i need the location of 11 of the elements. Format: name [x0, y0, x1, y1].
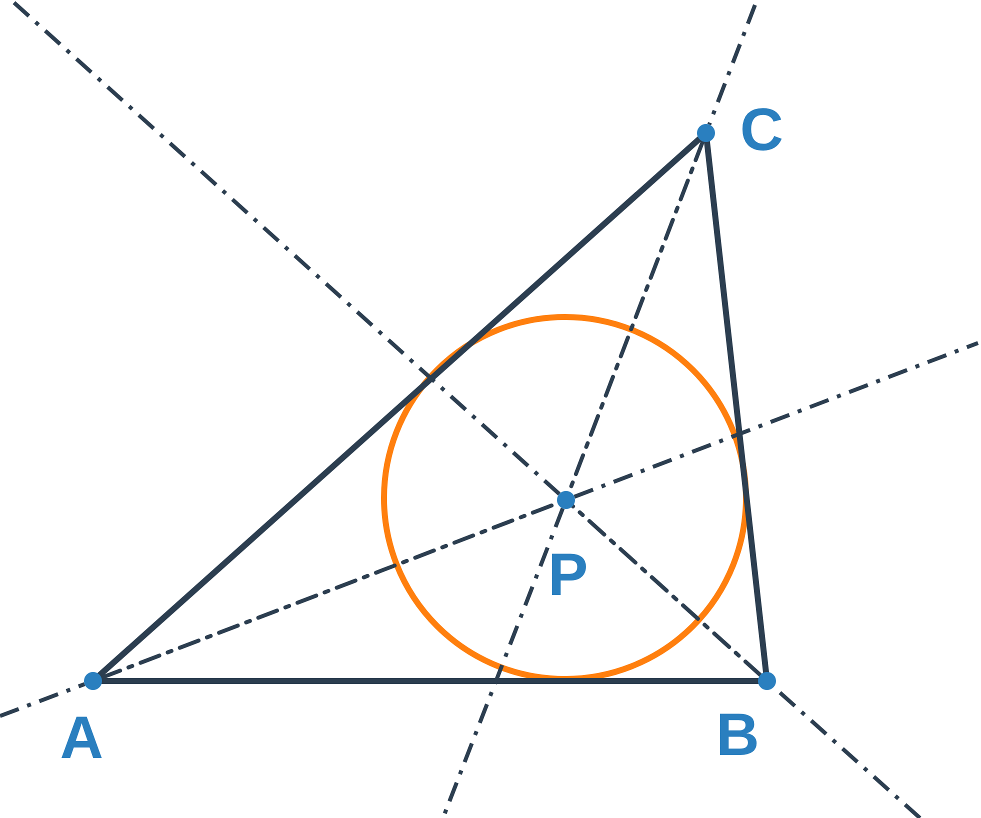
point-label: A	[60, 708, 104, 768]
triangle-side	[704, 138, 769, 676]
point-dot	[557, 491, 575, 509]
point-dot	[758, 672, 776, 690]
point-dot	[697, 124, 715, 142]
point-label: B	[716, 705, 760, 765]
angle-bisector	[570, 504, 762, 677]
point-label: C	[740, 100, 784, 160]
point-label: P	[548, 545, 588, 605]
triangle-side	[96, 136, 702, 678]
point-dot	[84, 672, 102, 690]
